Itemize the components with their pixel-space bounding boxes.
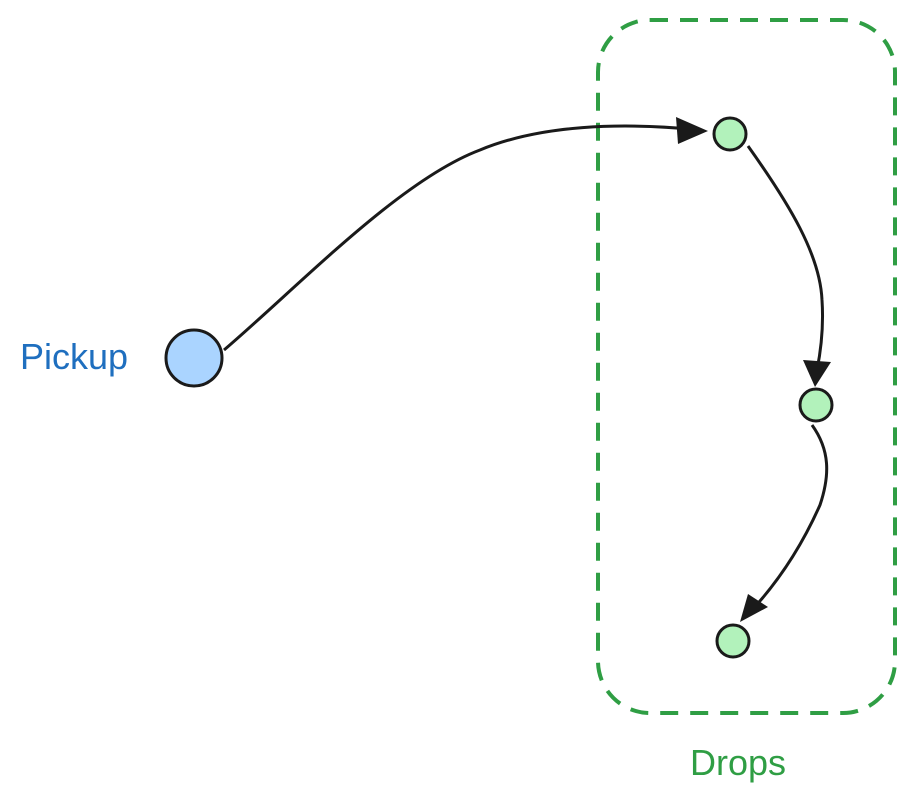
pickup-label: Pickup — [20, 336, 129, 377]
arrowhead-drop-1 — [676, 117, 708, 144]
edge-drop-2-to-drop-3 — [750, 424, 829, 612]
pickup-node — [164, 328, 224, 388]
drop-node-1 — [712, 116, 748, 152]
edge-pickup-to-drop-1 — [223, 124, 701, 352]
drop-node-3 — [715, 623, 751, 659]
drops-group-boundary — [596, 18, 897, 715]
edge-drop-1-to-drop-2 — [746, 145, 825, 371]
arrowhead-drop-3 — [740, 594, 768, 622]
drop-node-2 — [798, 387, 834, 423]
arrowhead-drop-2 — [803, 360, 831, 387]
drops-group-label: Drops — [690, 742, 787, 783]
